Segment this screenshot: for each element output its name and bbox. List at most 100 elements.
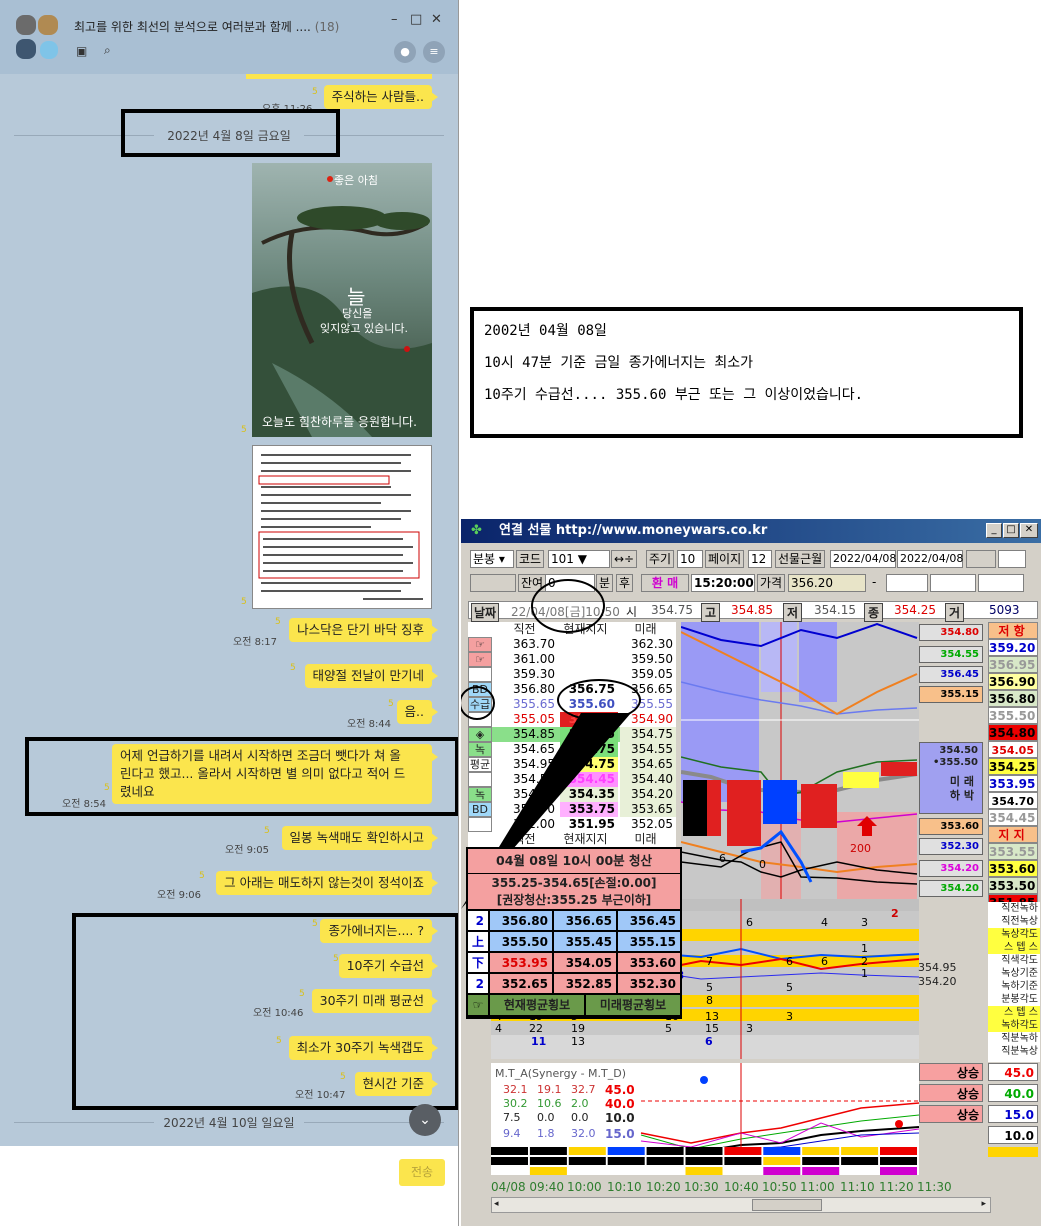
oscillator-value: 15.0 [605,1127,635,1141]
indicator-value: 5 [665,1022,672,1035]
time-field[interactable]: 15:20:00 [691,574,755,592]
blank-field[interactable] [978,574,1024,592]
current-value: 354.35 [560,787,618,802]
period-label: 주기 [646,550,675,568]
price-chart[interactable]: 6 0 200 [680,622,919,902]
row-tag[interactable]: 녹 [468,787,492,802]
annotation-note: 2002년 04월 08일 10시 47분 기준 금일 종가에너지는 최소가 1… [470,307,1023,438]
popup-recommend: [권장청산:355.25 부근이하] [468,892,680,909]
prev-value: 363.70 [513,637,555,651]
message-bubble[interactable]: 태양절 전날이 만기네 [304,664,432,688]
scroll-down-button[interactable]: ⌄ [409,1104,441,1136]
date-separator: 2022년 4월 8일 금요일 [14,127,444,144]
indicator-value: 5 [706,981,713,994]
minimize-button[interactable]: _ [986,523,1002,538]
row-tag[interactable] [468,817,492,832]
page-input[interactable]: 12 [748,550,772,568]
price-field[interactable]: 356.20 [788,574,866,592]
message-bubble[interactable]: 주식하는 사람들.. [323,85,432,109]
time-tick: 10:20 [646,1180,681,1194]
code-input[interactable]: 101 ▼ [548,550,610,568]
message-bubble[interactable]: 최소가 30주기 녹색갭도 [288,1036,432,1060]
stat-label: 직전녹상 [988,915,1040,928]
current-value [560,667,618,682]
future-value: 359.50 [620,652,676,667]
oscillator-svg [491,1063,919,1163]
avatar[interactable] [16,39,36,59]
message-input[interactable] [0,1146,458,1226]
future-average-button[interactable]: 미래평균횡보 [586,995,680,1015]
close-icon[interactable]: ✕ [431,12,442,27]
indicator-value: 1 [861,942,868,955]
timestamp: 오전 9:06 [157,890,202,901]
indicator-value: 1 [861,967,868,980]
shared-image[interactable]: 좋은 아침 늘 당신을 잊지않고 있습니다. 오늘도 힘찬하루를 응원합니다. [252,163,432,437]
current-average-button[interactable]: 현재평균횡보 [490,995,584,1015]
end-date[interactable]: 2022/04/08 [897,550,963,568]
row-tag[interactable] [468,667,492,682]
drawer-icon[interactable]: ▣ [76,44,88,58]
avatar[interactable] [40,41,58,59]
sell-label[interactable]: 환 매 [641,574,689,592]
current-value [560,652,618,667]
quote-header: 날짜 22/04/08[금]10:50 시 354.75 고 354.85 저 … [468,601,1038,622]
message-bubble[interactable]: 현시간 기준 [354,1072,432,1096]
message-bubble[interactable]: 나스닥은 단기 바닥 징후 [289,618,432,642]
message-bubble[interactable]: 10주기 수급선 [338,954,432,978]
maximize-button[interactable]: □ [1003,523,1019,538]
message-bubble[interactable]: 일봉 녹색매도 확인하시고 [281,826,432,850]
bell-icon[interactable]: ● [394,41,416,63]
note-line: 2002년 04월 08일 [484,323,607,339]
message-bubble[interactable]: 그 아래는 매도하지 않는것이 정석이죠 [216,871,432,895]
row-tag[interactable]: ☞ [468,652,492,667]
blank-field[interactable] [886,574,928,592]
image-caption: 잊지않고 있습니다. [320,322,408,335]
shared-document-image[interactable] [252,445,432,609]
minimize-icon[interactable]: – [391,12,398,27]
future-value: 352.05 [620,817,676,832]
close-button[interactable]: ✕ [1020,523,1038,538]
timestamp: 오전 10:47 [295,1090,346,1101]
date-separator: 2022년 4월 10일 일요일 [14,1114,444,1131]
avatar[interactable] [38,15,58,35]
current-value: 353.75 [560,802,618,817]
prev-value: 355.65 [513,697,555,711]
oscillator-value: 10.6 [537,1097,562,1110]
search-icon[interactable]: ⌕ [104,43,111,57]
horizontal-scrollbar[interactable]: ◂ ▸ [491,1197,991,1213]
row-tag[interactable]: 평균 [468,757,492,772]
indicator-value: 6 [705,1035,713,1048]
row-tag[interactable]: ◈ [468,727,492,742]
popup-value: 356.45 [618,911,680,930]
message-bubble[interactable]: 종가에너지는.... ? [320,919,432,943]
app-icon: ✤ [471,523,482,538]
arrow-buttons[interactable]: ↔÷ [611,550,638,568]
period-input[interactable]: 10 [677,550,703,568]
avatar[interactable] [16,15,36,35]
month-label: 선물근월 [775,550,826,568]
time-tick: 04/08 09:40 [491,1180,564,1194]
popup-title: 04월 08일 10시 00분 청산 [468,849,680,873]
message-bubble[interactable]: 30주기 미래 평균선 [311,989,432,1013]
row-tag[interactable] [468,772,492,787]
message-bubble[interactable]: 음.. [396,700,432,724]
liquidation-popup[interactable]: 04월 08일 10시 00분 청산 355.25-354.65[손절:0.00… [466,847,682,1019]
oscillator-value: 0.0 [571,1111,589,1124]
start-date[interactable]: 2022/04/08 [830,550,896,568]
menu-icon[interactable]: ≡ [423,41,445,63]
row-tag[interactable]: 녹 [468,742,492,757]
row-tag[interactable]: ☞ [468,637,492,652]
send-button[interactable]: 전송 [399,1159,445,1186]
blank-field[interactable] [966,550,996,568]
blank-field[interactable] [930,574,976,592]
mode-select[interactable]: 분봉 ▾ [470,550,514,568]
maximize-icon[interactable]: □ [410,12,423,27]
blank-field[interactable] [998,550,1026,568]
oscillator-value: 40.0 [605,1097,635,1111]
indicator-value: 4 [821,916,828,929]
row-tag[interactable]: BD [468,802,492,817]
